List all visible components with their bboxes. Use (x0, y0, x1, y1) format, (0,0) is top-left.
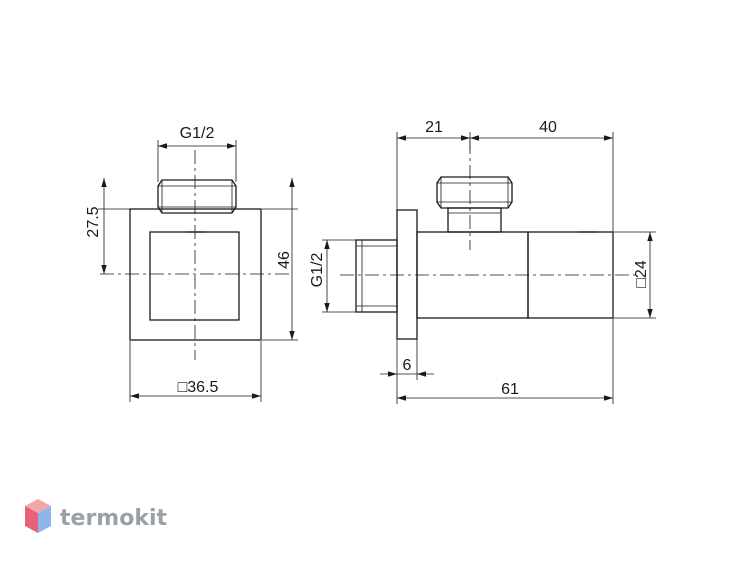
cube-icon (25, 499, 51, 533)
side-square-label: □24 (633, 260, 650, 288)
side-thread-label: G1/2 (309, 253, 326, 288)
side-offset-label: 21 (425, 119, 443, 136)
termokit-logo: termokit (25, 499, 167, 533)
side-flange-label: 6 (403, 357, 412, 374)
front-offset-label: 27.5 (85, 206, 102, 237)
front-thread-label: G1/2 (180, 125, 215, 142)
side-length-top-label: 40 (539, 119, 557, 136)
front-height-label: 46 (276, 251, 293, 269)
side-view: 21 40 G1/2 □24 6 61 (309, 119, 656, 404)
front-view: G1/2 27.5 46 □36.5 (85, 125, 298, 402)
logo-text: termokit (60, 506, 167, 531)
front-width-label: □36.5 (178, 379, 219, 396)
side-length-label: 61 (501, 381, 519, 398)
